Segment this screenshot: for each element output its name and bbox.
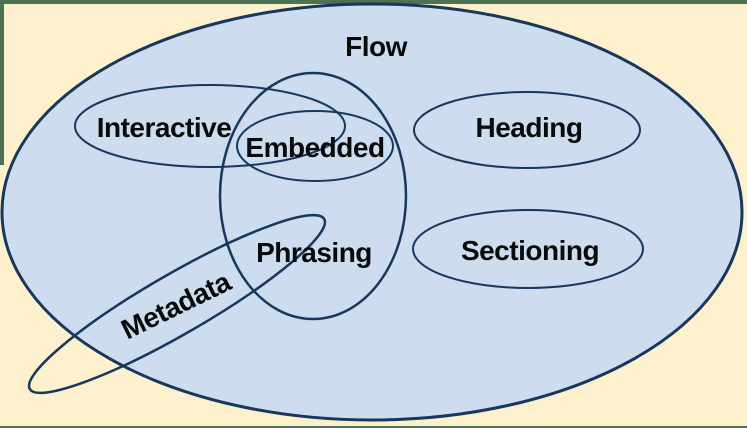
flow-label: Flow — [345, 31, 407, 62]
metadata-set-ellipse — [27, 213, 327, 395]
phrasing-set-ellipse — [218, 71, 408, 321]
frame-border-top — [0, 0, 747, 4]
interactive-set-ellipse — [74, 84, 346, 168]
heading-set-ellipse — [413, 91, 641, 169]
flow-set-ellipse — [0, 2, 744, 422]
heading-label: Heading — [476, 112, 583, 143]
sectioning-set-ellipse — [412, 209, 644, 289]
sectioning-label: Sectioning — [461, 235, 599, 266]
phrasing-label: Phrasing — [256, 237, 372, 268]
interactive-label: Interactive — [97, 112, 232, 143]
embedded-set-ellipse — [236, 110, 394, 182]
frame-border-left — [0, 0, 4, 165]
embedded-label: Embedded — [245, 132, 384, 163]
frame-border-bottom — [0, 426, 747, 428]
